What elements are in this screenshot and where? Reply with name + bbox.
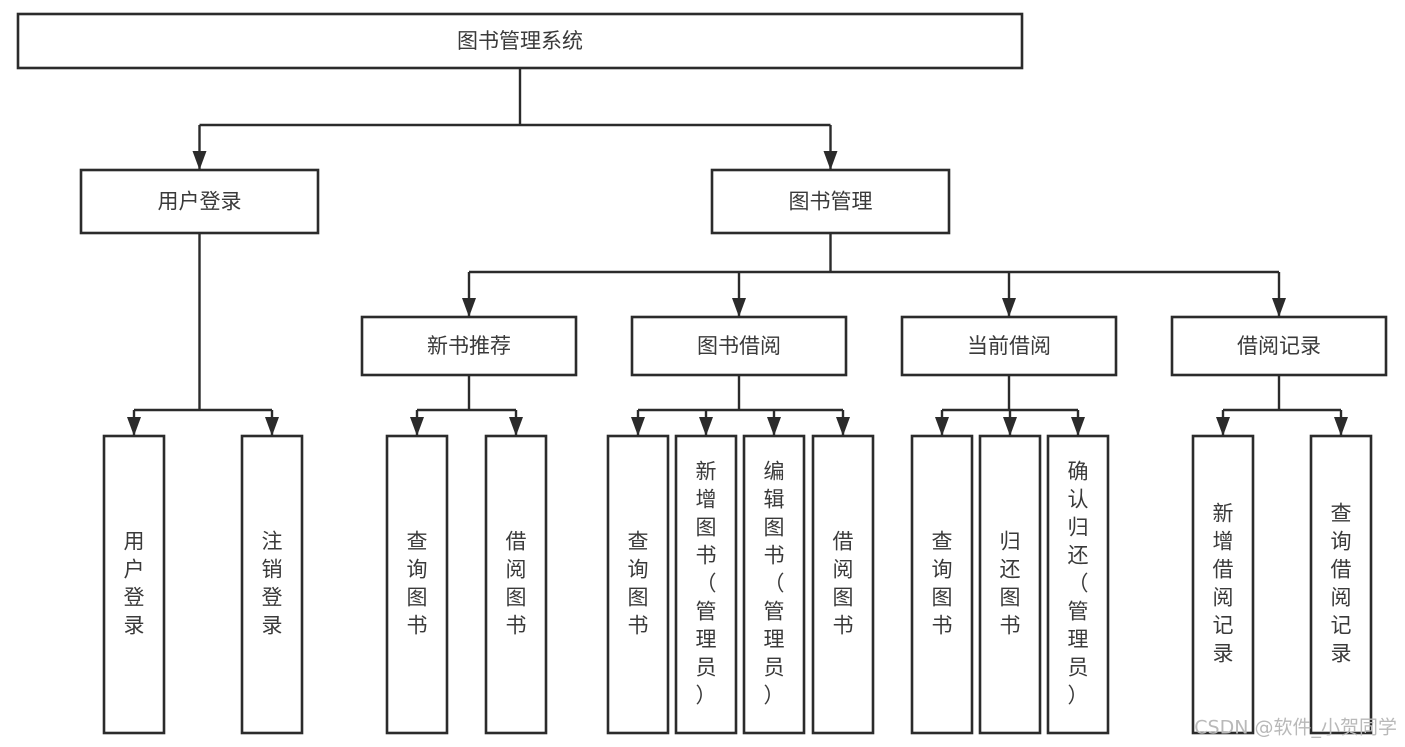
leaf-leaf-query-book-cur-box[interactable]: [910, 434, 974, 735]
leaf-leaf-user-login-label: 用户登录: [124, 530, 145, 638]
node-user-login[interactable]: 用户登录: [79, 168, 320, 235]
leafbus-current-borrow-arrow-2: [1071, 417, 1085, 436]
leaf-leaf-edit-book-box[interactable]: [742, 434, 806, 735]
leaf-leaf-borrow-book-rec-label: 借阅图书: [506, 530, 527, 638]
leafbus-book-borrow-arrow-3: [836, 417, 850, 436]
leaf-leaf-query-book-cur-label: 查询图书: [932, 530, 953, 638]
node-book-borrow[interactable]: 图书借阅: [630, 315, 848, 377]
leafbus-borrow-record-arrow-0: [1216, 417, 1230, 436]
leaf-leaf-add-book-box[interactable]: [674, 434, 738, 735]
leafbus-new-book-rec-arrow-0: [410, 417, 424, 436]
leaf-leaf-borrow-book[interactable]: 借阅图书: [811, 434, 875, 735]
leaf-leaf-borrow-book-rec-box[interactable]: [484, 434, 548, 735]
leaf-leaf-return-book-label: 归还图书: [1000, 530, 1021, 638]
leaf-leaf-query-book-rec[interactable]: 查询图书: [385, 434, 449, 735]
leaf-leaf-borrow-book-label: 借阅图书: [833, 530, 854, 638]
leaf-leaf-query-book-rec-label: 查询图书: [407, 530, 428, 638]
leaf-leaf-query-book-rec-box[interactable]: [385, 434, 449, 735]
node-book-manage[interactable]: 图书管理: [710, 168, 951, 235]
book-manage-arrow-0: [462, 298, 476, 317]
leaf-leaf-query-book-cur[interactable]: 查询图书: [910, 434, 974, 735]
leaf-leaf-logout[interactable]: 注销登录: [240, 434, 304, 735]
node-new-book-rec[interactable]: 新书推荐: [360, 315, 578, 377]
node-root-box[interactable]: [16, 12, 1024, 70]
leaf-leaf-confirm-return-label: 确认归还（管理员）: [1068, 460, 1089, 708]
node-book-manage-box[interactable]: [710, 168, 951, 235]
root-arrow-0: [192, 151, 207, 170]
book-manage-arrow-1: [732, 298, 746, 317]
leaf-leaf-borrow-book-rec[interactable]: 借阅图书: [484, 434, 548, 735]
leaf-leaf-query-record-label: 查询借阅记录: [1331, 502, 1352, 666]
leaf-leaf-edit-book-label: 编辑图书（管理员）: [764, 460, 785, 708]
leafbus-book-borrow-arrow-0: [631, 417, 645, 436]
leaf-leaf-confirm-return[interactable]: 确认归还（管理员）: [1046, 434, 1110, 735]
node-user-login-label: 用户登录: [158, 190, 242, 214]
leaf-leaf-query-record[interactable]: 查询借阅记录: [1309, 434, 1373, 735]
leaf-leaf-logout-box[interactable]: [240, 434, 304, 735]
leafbus-user-login-arrow-1: [265, 417, 279, 436]
leaf-leaf-add-record[interactable]: 新增借阅记录: [1191, 434, 1255, 735]
node-user-login-box[interactable]: [79, 168, 320, 235]
leafbus-user-login-arrow-0: [127, 417, 141, 436]
leaf-leaf-add-book-label: 新增图书（管理员）: [696, 460, 717, 708]
node-new-book-rec-box[interactable]: [360, 315, 578, 377]
leaf-leaf-user-login[interactable]: 用户登录: [102, 434, 166, 735]
node-book-borrow-box[interactable]: [630, 315, 848, 377]
leafbus-book-borrow-arrow-2: [767, 417, 781, 436]
leaf-leaf-return-book[interactable]: 归还图书: [978, 434, 1042, 735]
node-current-borrow[interactable]: 当前借阅: [900, 315, 1118, 377]
node-current-borrow-box[interactable]: [900, 315, 1118, 377]
csdn-watermark: CSDN @软件_小贺同学: [1194, 717, 1397, 739]
nodes-layer: 图书管理系统用户登录图书管理新书推荐图书借阅当前借阅借阅记录用户登录注销登录查询…: [16, 12, 1388, 735]
book-manage-arrow-3: [1272, 298, 1286, 317]
leaf-leaf-logout-label: 注销登录: [262, 530, 283, 638]
node-root[interactable]: 图书管理系统: [16, 12, 1024, 70]
node-current-borrow-label: 当前借阅: [967, 334, 1051, 358]
leaf-leaf-query-record-box[interactable]: [1309, 434, 1373, 735]
leafbus-current-borrow-arrow-1: [1003, 417, 1017, 436]
leaf-leaf-add-record-box[interactable]: [1191, 434, 1255, 735]
leaf-leaf-add-book[interactable]: 新增图书（管理员）: [674, 434, 738, 735]
leaf-leaf-user-login-box[interactable]: [102, 434, 166, 735]
leafbus-book-borrow-arrow-1: [699, 417, 713, 436]
leaf-leaf-query-book-borrow[interactable]: 查询图书: [606, 434, 670, 735]
leaf-leaf-edit-book[interactable]: 编辑图书（管理员）: [742, 434, 806, 735]
leaf-leaf-query-book-borrow-label: 查询图书: [628, 530, 649, 638]
leaf-leaf-borrow-book-box[interactable]: [811, 434, 875, 735]
connectors-layer: [127, 68, 1348, 436]
leafbus-new-book-rec-arrow-1: [509, 417, 523, 436]
root-arrow-1: [823, 151, 838, 170]
node-book-borrow-label: 图书借阅: [697, 334, 781, 358]
node-root-label: 图书管理系统: [457, 29, 583, 53]
node-book-manage-label: 图书管理: [789, 190, 873, 214]
leaf-leaf-query-book-borrow-box[interactable]: [606, 434, 670, 735]
leaf-leaf-confirm-return-box[interactable]: [1046, 434, 1110, 735]
leafbus-borrow-record-arrow-1: [1334, 417, 1348, 436]
leaf-leaf-add-record-label: 新增借阅记录: [1213, 502, 1234, 666]
node-borrow-record[interactable]: 借阅记录: [1170, 315, 1388, 377]
leaf-leaf-return-book-box[interactable]: [978, 434, 1042, 735]
leafbus-current-borrow-arrow-0: [935, 417, 949, 436]
book-manage-arrow-2: [1002, 298, 1016, 317]
node-new-book-rec-label: 新书推荐: [427, 334, 511, 358]
node-borrow-record-label: 借阅记录: [1237, 334, 1321, 358]
node-borrow-record-box[interactable]: [1170, 315, 1388, 377]
